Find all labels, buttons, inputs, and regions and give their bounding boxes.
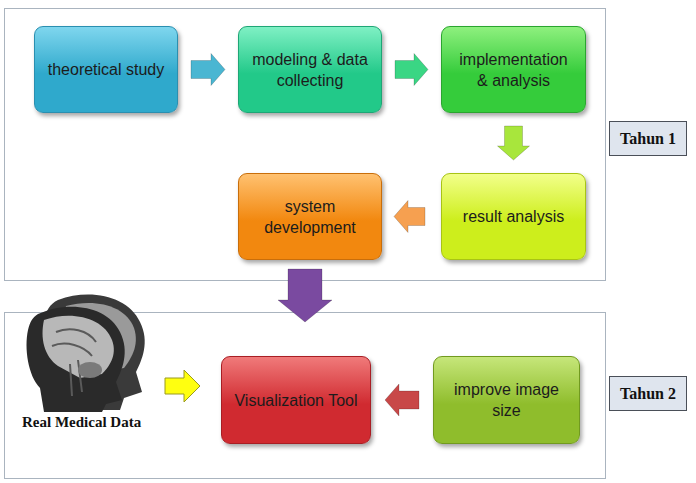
- block-arrow: [278, 269, 332, 322]
- block-arrow: [191, 54, 225, 86]
- block-arrow: [394, 201, 425, 233]
- year-tag: Tahun 2: [609, 376, 687, 411]
- process-box: result analysis: [441, 173, 586, 260]
- year-label: Tahun 1: [620, 130, 676, 148]
- box-text: implementation & analysis: [452, 49, 575, 91]
- year-frame: Tahun 1theoretical studymodeling & data …: [4, 8, 606, 281]
- process-box: improve image size: [433, 356, 580, 444]
- block-arrow: [395, 54, 428, 86]
- box-text: improve image size: [444, 379, 569, 421]
- process-box: modeling & data collecting: [238, 26, 382, 113]
- year-frame: Tahun 2Visualization Toolimprove image s…: [4, 312, 606, 479]
- process-box: implementation & analysis: [441, 26, 586, 113]
- box-text: modeling & data collecting: [249, 49, 371, 91]
- box-text: Visualization Tool: [234, 390, 357, 411]
- process-box: theoretical study: [34, 26, 178, 113]
- box-text: system development: [249, 196, 371, 238]
- process-box: Visualization Tool: [221, 356, 371, 444]
- year-label: Tahun 2: [620, 385, 676, 403]
- process-box: system development: [238, 173, 382, 260]
- image-caption: Real Medical Data: [22, 414, 141, 431]
- year-tag: Tahun 1: [609, 121, 687, 156]
- block-arrow: [498, 126, 530, 160]
- box-text: theoretical study: [48, 59, 165, 80]
- block-arrow: [385, 384, 419, 416]
- box-text: result analysis: [463, 206, 564, 227]
